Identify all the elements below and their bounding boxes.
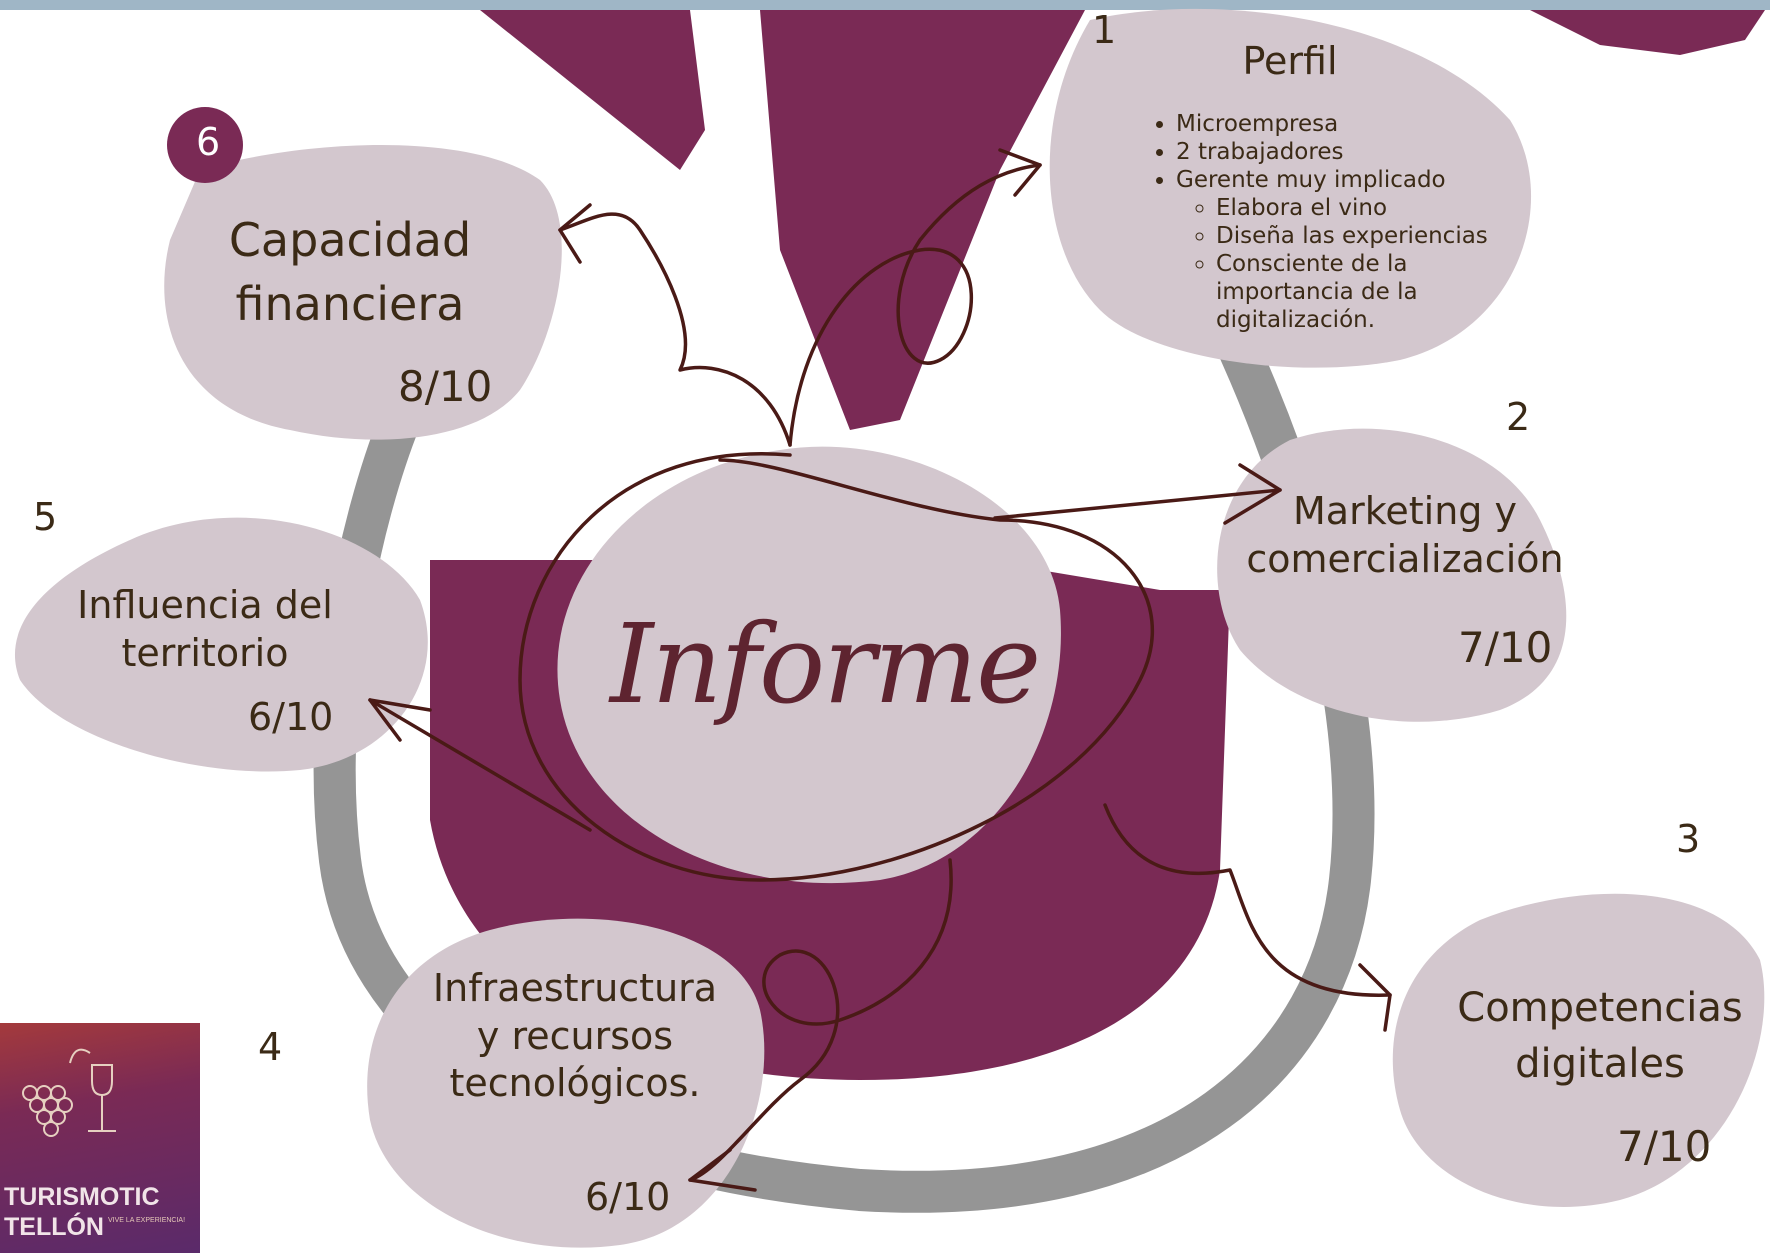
- arrow-to-marketing: [993, 488, 1282, 520]
- blob-perfil: [1049, 8, 1532, 368]
- marketing-title: Marketing y comercialización: [1246, 489, 1564, 581]
- top-border-strip: [0, 0, 1770, 10]
- informe-label: Informe: [610, 600, 1041, 728]
- perfil-item: Gerente muy implicado Elabora el vino Di…: [1176, 166, 1512, 334]
- logo-line1: TURISMOTIC: [4, 1183, 160, 1211]
- perfil-subitem: Diseña las experiencias: [1216, 222, 1512, 250]
- infraestructura-title: Infraestructura y recursos tecnológicos.: [432, 966, 718, 1105]
- arrowhead-competencias: [1358, 963, 1392, 1032]
- arrow-to-territorio: [368, 698, 592, 832]
- logo-line2: TELLÓN: [4, 1213, 104, 1241]
- arrow-to-perfil: [788, 163, 1042, 447]
- arrow-to-competencias: [1103, 803, 1392, 997]
- perfil-subitem: Consciente de la importancia de la digit…: [1216, 250, 1512, 334]
- marketing-score: 7/10: [1458, 623, 1553, 672]
- territorio-title: Influencia del territorio: [77, 583, 333, 675]
- wine-splash-left: [480, 10, 705, 170]
- blob-capacidad: [164, 145, 562, 440]
- wine-splash-right: [1530, 10, 1765, 55]
- perfil-item-label: Gerente muy implicado: [1176, 167, 1446, 193]
- capacidad-title: Capacidad financiera: [228, 213, 472, 332]
- arrow-to-infraestructura: [688, 858, 953, 1182]
- arrowhead-territorio: [368, 698, 432, 742]
- blob-informe: [557, 446, 1061, 884]
- perfil-item: 2 trabajadores: [1176, 138, 1512, 166]
- capacidad-score: 8/10: [398, 362, 493, 411]
- perfil-list: Microempresa 2 trabajadores Gerente muy …: [1142, 110, 1512, 334]
- perfil-item: Microempresa: [1176, 110, 1512, 138]
- perfil-title: Perfil: [1242, 39, 1338, 83]
- arrowhead-capacidad: [558, 203, 592, 264]
- node-number-4: 4: [258, 1025, 283, 1069]
- infraestructura-score: 6/10: [585, 1175, 671, 1219]
- perfil-sublist: Elabora el vino Diseña las experiencias …: [1176, 194, 1512, 334]
- competencias-title: Competencias digitales: [1457, 985, 1743, 1087]
- node-number-2: 2: [1506, 395, 1531, 439]
- wine-splash-center: [760, 10, 1085, 430]
- arrow-to-capacidad: [558, 212, 792, 447]
- blob-competencias: [1392, 893, 1765, 1207]
- perfil-details: Microempresa 2 trabajadores Gerente muy …: [1142, 110, 1512, 334]
- node-number-3: 3: [1676, 817, 1701, 861]
- loop-around-informe: [518, 452, 1155, 882]
- node-number-5: 5: [33, 495, 58, 539]
- logo-tagline: VIVE LA EXPERIENCIA!: [108, 1217, 186, 1224]
- arrowhead-perfil: [998, 148, 1042, 197]
- turismotic-logo: TURISMOTIC TELLÓN VIVE LA EXPERIENCIA!: [0, 1023, 200, 1253]
- grapes-glass-icon: [22, 1048, 116, 1137]
- node-number-6: 6: [196, 120, 221, 164]
- badge-6-circle: [167, 107, 243, 183]
- territorio-score: 6/10: [248, 695, 334, 739]
- arrowhead-marketing: [1223, 463, 1282, 525]
- blob-marketing: [1217, 428, 1567, 722]
- node-number-1: 1: [1092, 8, 1117, 52]
- perfil-subitem: Elabora el vino: [1216, 194, 1512, 222]
- arrowhead-infraestructura: [688, 1148, 757, 1192]
- blob-territorio: [14, 517, 428, 772]
- competencias-score: 7/10: [1617, 1122, 1712, 1171]
- blob-infraestructura: [367, 918, 765, 1248]
